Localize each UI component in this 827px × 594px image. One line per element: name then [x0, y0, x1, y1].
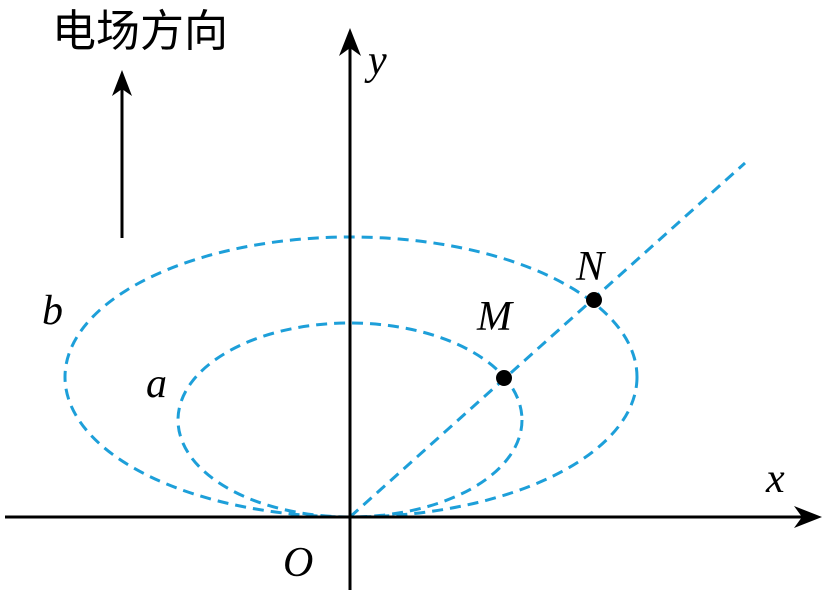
curve-a-label: a — [146, 361, 167, 407]
point-n: N — [575, 244, 606, 308]
ray-from-origin — [348, 161, 747, 519]
y-axis: y — [339, 28, 387, 590]
field-direction-label: 电场方向 — [52, 6, 228, 57]
x-axis-label: x — [765, 456, 785, 502]
curve-a — [176, 321, 524, 519]
point-m-dot — [496, 370, 512, 386]
point-m-label: M — [476, 294, 514, 340]
point-n-label: N — [575, 244, 606, 290]
field-direction-indicator: 电场方向 — [52, 6, 228, 238]
y-axis-label: y — [364, 38, 387, 84]
x-axis: x — [5, 456, 822, 528]
point-n-dot — [586, 292, 602, 308]
point-m: M — [476, 294, 514, 386]
origin-label: O — [283, 540, 313, 586]
y-axis-arrowhead-icon — [339, 28, 361, 56]
x-axis-arrowhead-icon — [794, 506, 822, 528]
curve-b-label: b — [42, 288, 63, 334]
field-direction-arrowhead-icon — [112, 70, 132, 96]
